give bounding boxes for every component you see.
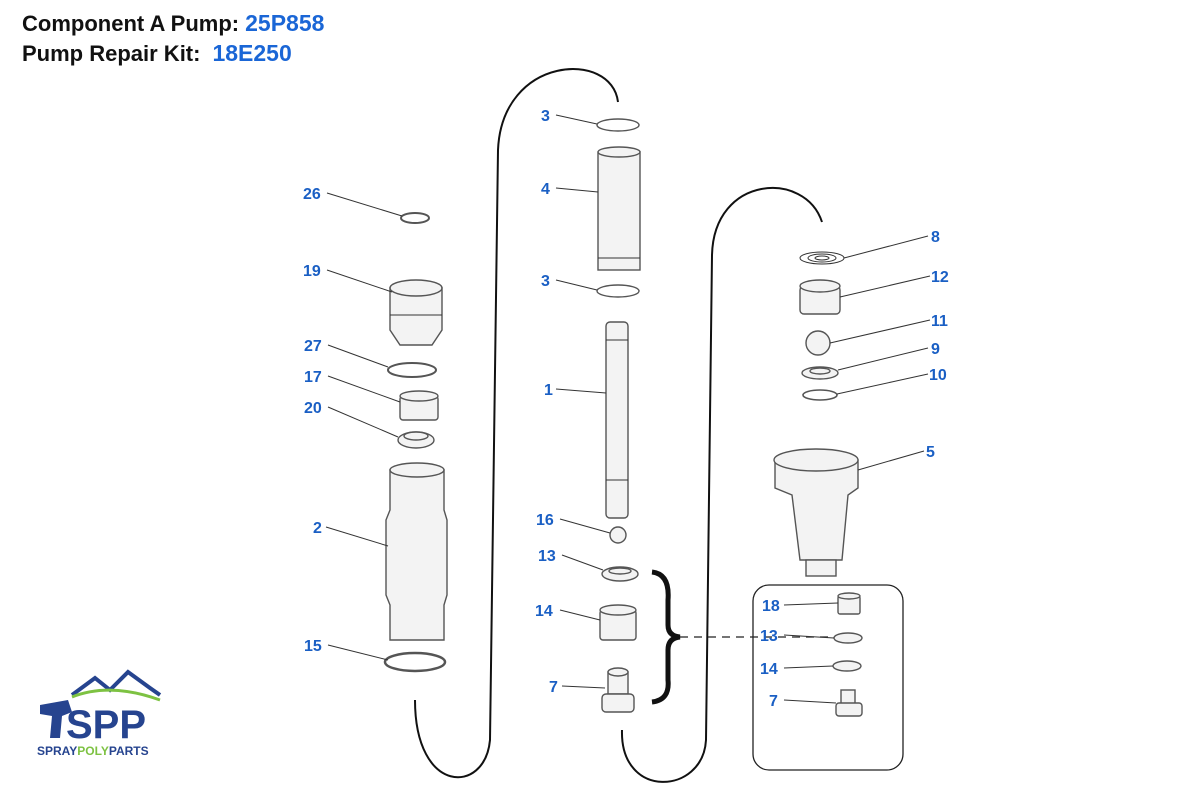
kit-brace xyxy=(651,569,681,705)
logo-house-roof-icon xyxy=(70,669,162,697)
kit-part-7 xyxy=(835,689,863,717)
kit-part-14 xyxy=(832,660,862,672)
part-17-bearing xyxy=(399,390,439,421)
leader-lines xyxy=(325,114,931,704)
callout-12: 12 xyxy=(931,269,949,286)
pump-value: 25P858 xyxy=(245,10,325,36)
pump-model-line: Component A Pump:25P858 xyxy=(22,10,324,37)
logo-word-spray: SPRAY xyxy=(37,744,77,758)
group-curve-left xyxy=(414,68,619,779)
callout-10: 10 xyxy=(929,367,947,384)
part-27-o-ring xyxy=(387,362,437,378)
part-8-spring xyxy=(799,251,845,265)
part-14-gland xyxy=(599,604,637,641)
part-16-ball xyxy=(609,526,627,544)
pump-label: Component A Pump: xyxy=(22,11,240,36)
group-curve-right xyxy=(620,186,823,783)
part-4-cylinder-sleeve xyxy=(597,146,641,271)
logo-word-poly: POLY xyxy=(77,744,109,758)
callout-7: 7 xyxy=(549,679,558,696)
part-26-ring xyxy=(400,212,430,224)
part-3-o-ring-bottom xyxy=(596,284,640,298)
part-5-intake-housing xyxy=(773,448,859,577)
logo-word-parts: PARTS xyxy=(109,744,149,758)
callout-1: 1 xyxy=(544,382,553,399)
spray-gun-icon xyxy=(40,700,72,738)
part-19-packing-nut xyxy=(389,279,443,346)
part-20-bearing xyxy=(397,431,435,449)
callout-3: 3 xyxy=(541,273,550,290)
callout-19: 19 xyxy=(303,263,321,280)
kit-label: Pump Repair Kit: xyxy=(22,41,201,66)
part-11-ball xyxy=(805,330,831,356)
logo-initials: SPP xyxy=(66,703,146,747)
callout-16: 16 xyxy=(536,512,554,529)
callout-2: 2 xyxy=(313,520,322,537)
kit-value: 18E250 xyxy=(212,40,292,66)
kit-part-13 xyxy=(833,632,863,644)
callout-3: 3 xyxy=(541,108,550,125)
part-3-o-ring-top xyxy=(596,118,640,132)
callout-14: 14 xyxy=(535,603,553,620)
repair-kit-box xyxy=(752,584,904,771)
callout-13: 13 xyxy=(538,548,556,565)
logo-wordmark: SPRAYPOLYPARTS xyxy=(37,744,149,758)
part-1-piston-rod xyxy=(605,321,629,519)
callout-17: 17 xyxy=(304,369,322,386)
part-13-seal xyxy=(601,566,639,582)
callout-20: 20 xyxy=(304,400,322,417)
part-12-ball-guide xyxy=(799,279,841,315)
part-10-gasket xyxy=(802,389,838,401)
callout-11: 11 xyxy=(931,313,948,330)
callout-4: 4 xyxy=(541,181,550,198)
callout-27: 27 xyxy=(304,338,322,355)
repair-kit-line: Pump Repair Kit: 18E250 xyxy=(22,40,292,67)
part-15-o-ring xyxy=(383,651,447,673)
spraypolyparts-logo: SPP SPRAYPOLYPARTS xyxy=(37,669,162,758)
callout-8: 8 xyxy=(931,229,940,246)
part-7-valve xyxy=(601,667,635,713)
kit-callout-7: 7 xyxy=(769,693,778,710)
callout-9: 9 xyxy=(931,341,940,358)
part-2-pump-housing xyxy=(385,462,448,641)
part-9-seat xyxy=(801,366,839,380)
callout-15: 15 xyxy=(304,638,322,655)
kit-callout-14: 14 xyxy=(760,661,778,678)
kit-part-18 xyxy=(837,592,861,615)
kit-callout-18: 18 xyxy=(762,598,780,615)
callout-5: 5 xyxy=(926,444,935,461)
kit-callout-13: 13 xyxy=(760,628,778,645)
callout-26: 26 xyxy=(303,186,321,203)
